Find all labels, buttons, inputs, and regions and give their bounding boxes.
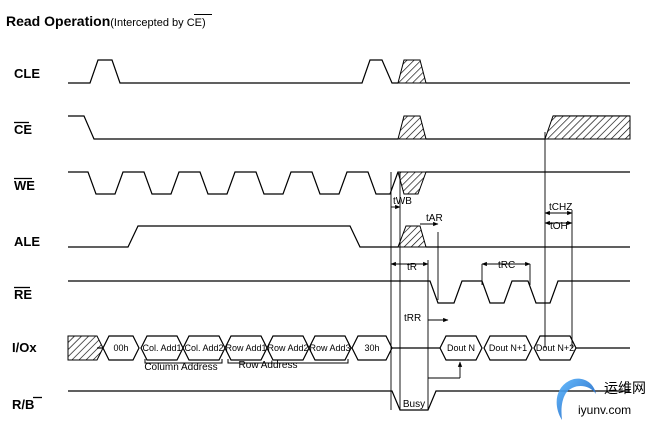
tr-label: tR [407, 262, 417, 273]
ale-waveform [68, 225, 398, 248]
signal-label-ce: CE [14, 122, 32, 137]
io-cycle-00h-label: 00h [113, 343, 128, 353]
io-cycle-row-add1-label: Row Add1 [225, 343, 266, 353]
io-cycle-row-add2-label: Row Add2 [267, 343, 308, 353]
row-address-bracket [227, 359, 349, 364]
trc-label: tRC [498, 260, 515, 271]
io-cycle-row-add3 [308, 335, 352, 361]
busy-label: Busy [403, 399, 425, 410]
io-dont-care [67, 335, 104, 361]
signal-label-io: I/Ox [12, 340, 37, 355]
io-cycle-00h [102, 335, 140, 361]
watermark-chinese: 运维网 [604, 380, 646, 396]
ce-waveform [68, 115, 398, 140]
watermark-site: iyunv.com [578, 403, 631, 417]
re-waveform [68, 280, 630, 304]
ale-dont-care [397, 225, 427, 248]
trr-label: tRR [404, 313, 421, 324]
tchz-label: tCHZ [549, 202, 572, 213]
io-dout-n2-label: Dout N+2 [536, 343, 574, 353]
ce-dont-care-2 [544, 115, 631, 140]
io-dout-n2 [533, 335, 577, 361]
io-dout-n1-label: Dout N+1 [489, 343, 527, 353]
ce-dont-care-1 [397, 115, 427, 140]
we-waveform [68, 171, 399, 195]
diagram-title: Read Operation(Intercepted by CE) [6, 13, 206, 29]
rb-waveform [68, 390, 630, 411]
we-dont-care [397, 171, 427, 195]
io-cycle-col-add1-label: Col. Add1 [142, 343, 181, 353]
toh-label: tOH [550, 221, 568, 232]
tar-label: tAR [426, 213, 443, 224]
watermark: 运维网 iyunv.com [556, 378, 646, 420]
watermark-swoosh-icon [556, 378, 596, 420]
signal-label-cle: CLE [14, 66, 40, 81]
cle-waveform-1 [68, 59, 398, 84]
io-dout-n1 [483, 335, 533, 361]
signal-label-ale: ALE [14, 234, 40, 249]
io-dout-n-label: Dout N [447, 343, 475, 353]
column-address-label: Column Address [144, 362, 217, 373]
row-address-label: Row Address [239, 360, 298, 371]
io-cycle-30h-label: 30h [364, 343, 379, 353]
signal-label-rb: R/B [12, 397, 34, 412]
twb-label: tWB [393, 196, 412, 207]
io-cycle-30h [351, 335, 393, 361]
io-dout-n [439, 335, 483, 361]
cle-dont-care [397, 59, 427, 84]
io-cycle-col-add2-label: Col. Add2 [184, 343, 223, 353]
signal-label-re: RE [14, 287, 32, 302]
signal-label-we: WE [14, 178, 35, 193]
column-address-bracket [144, 359, 223, 364]
io-cycle-row-add3-label: Row Add3 [309, 343, 350, 353]
